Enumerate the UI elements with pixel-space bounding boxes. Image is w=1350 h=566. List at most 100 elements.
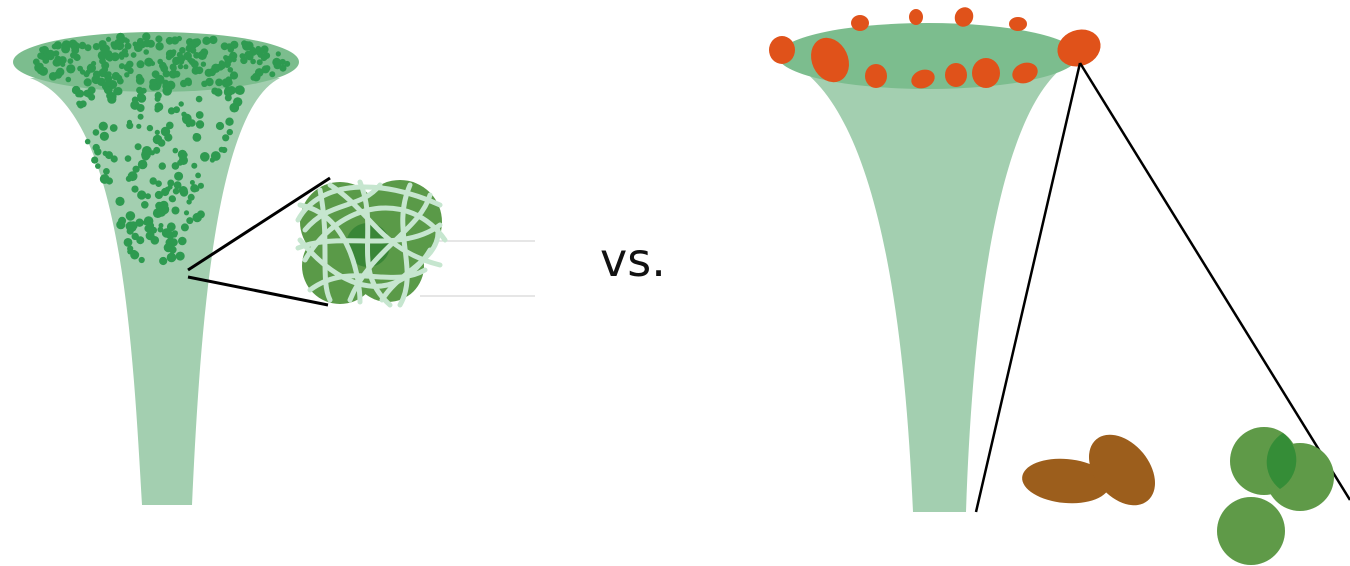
green-particle xyxy=(110,124,118,132)
green-particle xyxy=(264,65,270,71)
green-particle xyxy=(137,93,144,100)
green-particle xyxy=(209,36,217,44)
green-particle xyxy=(99,122,108,131)
green-particle xyxy=(146,231,155,240)
green-particle xyxy=(103,168,110,175)
green-particle xyxy=(214,88,222,96)
green-particle xyxy=(179,101,184,106)
green-particle xyxy=(105,73,111,79)
green-particle xyxy=(196,96,203,103)
green-particle xyxy=(178,237,187,246)
green-particle xyxy=(150,61,155,66)
green-particle xyxy=(159,162,166,169)
green-particle xyxy=(138,160,148,170)
green-particle xyxy=(136,124,141,129)
green-particle xyxy=(173,71,180,78)
green-particle xyxy=(222,78,231,87)
green-particle xyxy=(88,86,96,94)
green-particle xyxy=(167,180,174,187)
green-particle xyxy=(141,150,151,160)
green-particle xyxy=(187,57,193,63)
green-particle xyxy=(164,243,173,252)
green-particle xyxy=(195,173,201,179)
orange-particle xyxy=(972,58,1000,88)
green-particle xyxy=(235,85,245,95)
green-particle xyxy=(118,217,126,225)
green-particle xyxy=(126,61,133,68)
green-particle xyxy=(155,92,162,99)
green-particle xyxy=(158,227,164,233)
green-particle xyxy=(178,64,183,69)
green-particle xyxy=(170,64,177,71)
green-particle xyxy=(177,52,183,58)
left-zoom xyxy=(188,178,535,305)
green-particle xyxy=(154,107,160,113)
green-particle xyxy=(85,139,91,145)
green-particle xyxy=(186,217,193,224)
green-particle xyxy=(166,54,172,60)
green-particle xyxy=(220,64,225,69)
green-particle xyxy=(172,164,177,169)
green-particle xyxy=(34,63,43,72)
green-particle xyxy=(167,253,177,263)
green-particle xyxy=(252,73,261,82)
green-particle xyxy=(225,118,233,126)
green-particle xyxy=(193,133,199,139)
orange-particle xyxy=(909,9,923,25)
green-particle xyxy=(105,55,111,61)
green-particle xyxy=(130,251,139,260)
green-particle xyxy=(119,55,124,60)
green-particle xyxy=(105,151,113,159)
green-particle xyxy=(91,61,96,66)
green-particle xyxy=(91,157,98,164)
green-particle xyxy=(75,91,81,97)
green-particle xyxy=(193,52,200,59)
green-particle xyxy=(181,223,189,231)
green-particle xyxy=(152,70,160,78)
green-particle xyxy=(171,49,176,54)
green-particle xyxy=(111,41,117,47)
green-particle xyxy=(155,180,162,187)
green-particle xyxy=(93,144,100,151)
green-particle xyxy=(101,62,109,70)
green-particle xyxy=(177,36,182,41)
green-particle xyxy=(124,72,129,77)
green-particle xyxy=(280,65,287,72)
green-particle xyxy=(196,111,204,119)
green-particle xyxy=(135,143,142,150)
green-particle xyxy=(172,207,180,215)
green-particle xyxy=(186,199,191,204)
green-particle xyxy=(169,195,176,202)
green-particle xyxy=(228,67,234,73)
green-particle xyxy=(191,163,197,169)
green-particle xyxy=(125,155,132,162)
green-particle xyxy=(184,78,192,86)
green-particle xyxy=(143,49,149,55)
green-particle xyxy=(155,130,160,135)
green-particle xyxy=(37,52,44,59)
green-particle xyxy=(159,205,169,215)
green-particle xyxy=(176,252,185,261)
green-particle xyxy=(165,187,171,193)
green-particle xyxy=(95,163,101,169)
green-particle xyxy=(141,201,149,209)
green-particle xyxy=(102,45,110,53)
green-particle xyxy=(211,151,221,161)
green-particle xyxy=(173,188,180,195)
green-particle xyxy=(216,122,224,130)
green-particle xyxy=(230,71,238,79)
green-particle xyxy=(115,197,124,206)
green-particle xyxy=(221,147,227,153)
green-particle xyxy=(201,81,207,87)
green-particle xyxy=(159,257,167,265)
green-particle xyxy=(276,51,281,56)
green-particle xyxy=(250,59,256,65)
green-particle xyxy=(174,172,183,181)
orange-particle xyxy=(1009,17,1027,31)
green-particle xyxy=(68,58,74,64)
green-particle xyxy=(194,38,202,46)
green-particle xyxy=(137,40,143,46)
green-particle xyxy=(66,77,72,83)
green-particle xyxy=(224,56,232,64)
green-particle xyxy=(60,62,65,67)
